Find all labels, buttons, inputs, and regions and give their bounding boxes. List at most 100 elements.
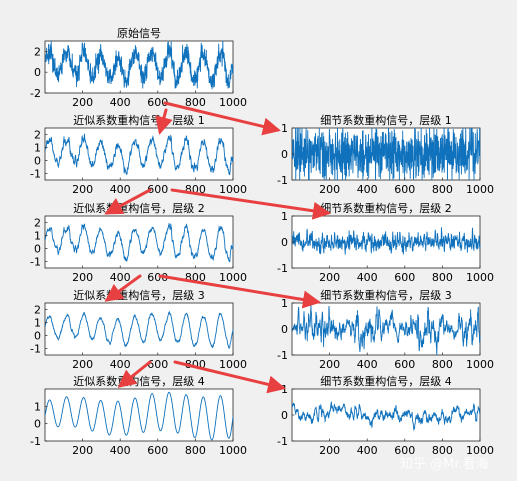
x-tick-label: 1000 bbox=[466, 358, 494, 371]
y-tick-label: -1 bbox=[277, 349, 288, 362]
subplot-title: 近似系数重构信号，层级 2 bbox=[73, 201, 205, 215]
x-tick-label: 400 bbox=[110, 444, 131, 457]
y-tick-label: 0 bbox=[281, 236, 288, 249]
y-tick-label: -1 bbox=[30, 168, 41, 181]
subplot-title: 细节系数重构信号，层级 3 bbox=[320, 288, 452, 302]
watermark-text: 知乎 @Mr.看海 bbox=[400, 456, 489, 472]
axes-box bbox=[44, 215, 234, 269]
red-arrow bbox=[104, 188, 152, 215]
red-arrow bbox=[170, 188, 331, 220]
y-tick-label: 1 bbox=[281, 297, 288, 310]
x-tick-label: 200 bbox=[72, 96, 93, 109]
y-tick-label: -1 bbox=[30, 256, 41, 269]
x-tick-label: 400 bbox=[110, 358, 131, 371]
x-tick-label: 400 bbox=[110, 271, 131, 284]
x-tick-label: 400 bbox=[110, 183, 131, 196]
red-arrow bbox=[173, 360, 286, 394]
x-tick-label: 1000 bbox=[219, 444, 247, 457]
x-tick-label: 400 bbox=[357, 444, 378, 457]
subplot-title: 原始信号 bbox=[117, 26, 161, 40]
subplot-title: 近似系数重构信号，层级 1 bbox=[73, 113, 205, 127]
x-tick-label: 800 bbox=[432, 183, 453, 196]
x-tick-label: 800 bbox=[432, 358, 453, 371]
x-tick-label: 200 bbox=[72, 444, 93, 457]
x-tick-label: 600 bbox=[147, 358, 168, 371]
y-tick-label: 1 bbox=[34, 317, 41, 330]
x-tick-label: 200 bbox=[319, 358, 340, 371]
x-tick-label: 600 bbox=[147, 271, 168, 284]
red-arrow bbox=[104, 274, 142, 302]
subplot-title: 近似系数重构信号，层级 3 bbox=[73, 288, 205, 302]
red-arrow bbox=[163, 101, 281, 136]
red-arrow bbox=[158, 274, 321, 309]
y-tick-label: -1 bbox=[277, 262, 288, 275]
y-tick-label: -1 bbox=[277, 435, 288, 448]
y-tick-label: -1 bbox=[277, 174, 288, 187]
signal-line bbox=[291, 127, 481, 181]
x-tick-label: 200 bbox=[319, 183, 340, 196]
y-tick-label: 1 bbox=[34, 230, 41, 243]
y-tick-label: 1 bbox=[281, 383, 288, 396]
x-tick-label: 1000 bbox=[219, 96, 247, 109]
axes-box bbox=[44, 127, 234, 181]
subplot-title: 细节系数重构信号，层级 1 bbox=[320, 113, 452, 127]
y-tick-label: 0 bbox=[281, 148, 288, 161]
y-tick-label: -2 bbox=[30, 87, 41, 100]
y-tick-label: -1 bbox=[30, 343, 41, 356]
x-tick-label: 600 bbox=[147, 96, 168, 109]
signal-line bbox=[44, 391, 234, 441]
x-tick-label: 1000 bbox=[466, 183, 494, 196]
x-tick-label: 600 bbox=[147, 444, 168, 457]
x-tick-label: 1000 bbox=[466, 444, 494, 457]
x-tick-label: 600 bbox=[147, 183, 168, 196]
x-tick-label: 1000 bbox=[219, 271, 247, 284]
signal-line bbox=[44, 133, 234, 176]
x-tick-label: 400 bbox=[357, 271, 378, 284]
x-tick-label: 800 bbox=[185, 96, 206, 109]
signal-line bbox=[44, 310, 234, 349]
x-tick-label: 1000 bbox=[219, 358, 247, 371]
x-tick-label: 400 bbox=[357, 358, 378, 371]
x-tick-label: 200 bbox=[319, 271, 340, 284]
subplot-title: 细节系数重构信号，层级 2 bbox=[320, 201, 452, 215]
red-arrows-overlay bbox=[104, 101, 331, 394]
y-tick-label: 2 bbox=[34, 304, 41, 317]
y-tick-label: 2 bbox=[34, 45, 41, 58]
x-tick-label: 200 bbox=[72, 183, 93, 196]
signal-line bbox=[44, 40, 234, 90]
x-tick-label: 1000 bbox=[466, 271, 494, 284]
x-tick-label: 600 bbox=[394, 444, 415, 457]
y-tick-label: 1 bbox=[281, 122, 288, 135]
x-tick-label: 800 bbox=[432, 444, 453, 457]
x-tick-label: 200 bbox=[72, 271, 93, 284]
x-tick-label: 800 bbox=[185, 444, 206, 457]
red-arrow bbox=[155, 108, 173, 135]
subplot-d1: 细节系数重构信号，层级 1 200 400 600 800 1000 1 0 -1 bbox=[277, 113, 494, 196]
y-tick-label: 2 bbox=[34, 217, 41, 230]
x-tick-label: 200 bbox=[319, 444, 340, 457]
signal-line bbox=[291, 400, 481, 431]
signal-line bbox=[44, 223, 234, 263]
y-tick-label: 1 bbox=[34, 400, 41, 413]
y-tick-label: 0 bbox=[34, 243, 41, 256]
x-tick-label: 1000 bbox=[219, 183, 247, 196]
y-tick-label: -1 bbox=[30, 435, 41, 448]
red-arrow bbox=[117, 360, 152, 388]
subplot-d4: 细节系数重构信号，层级 4 200 400 600 800 1000 1 0 -1 bbox=[277, 374, 494, 457]
y-tick-label: 0 bbox=[34, 418, 41, 431]
x-tick-label: 400 bbox=[357, 183, 378, 196]
y-tick-label: 0 bbox=[34, 155, 41, 168]
x-tick-label: 600 bbox=[394, 183, 415, 196]
y-tick-label: 0 bbox=[281, 409, 288, 422]
y-tick-label: 2 bbox=[34, 129, 41, 142]
subplot-title: 细节系数重构信号，层级 4 bbox=[320, 374, 452, 388]
x-tick-label: 600 bbox=[394, 271, 415, 284]
